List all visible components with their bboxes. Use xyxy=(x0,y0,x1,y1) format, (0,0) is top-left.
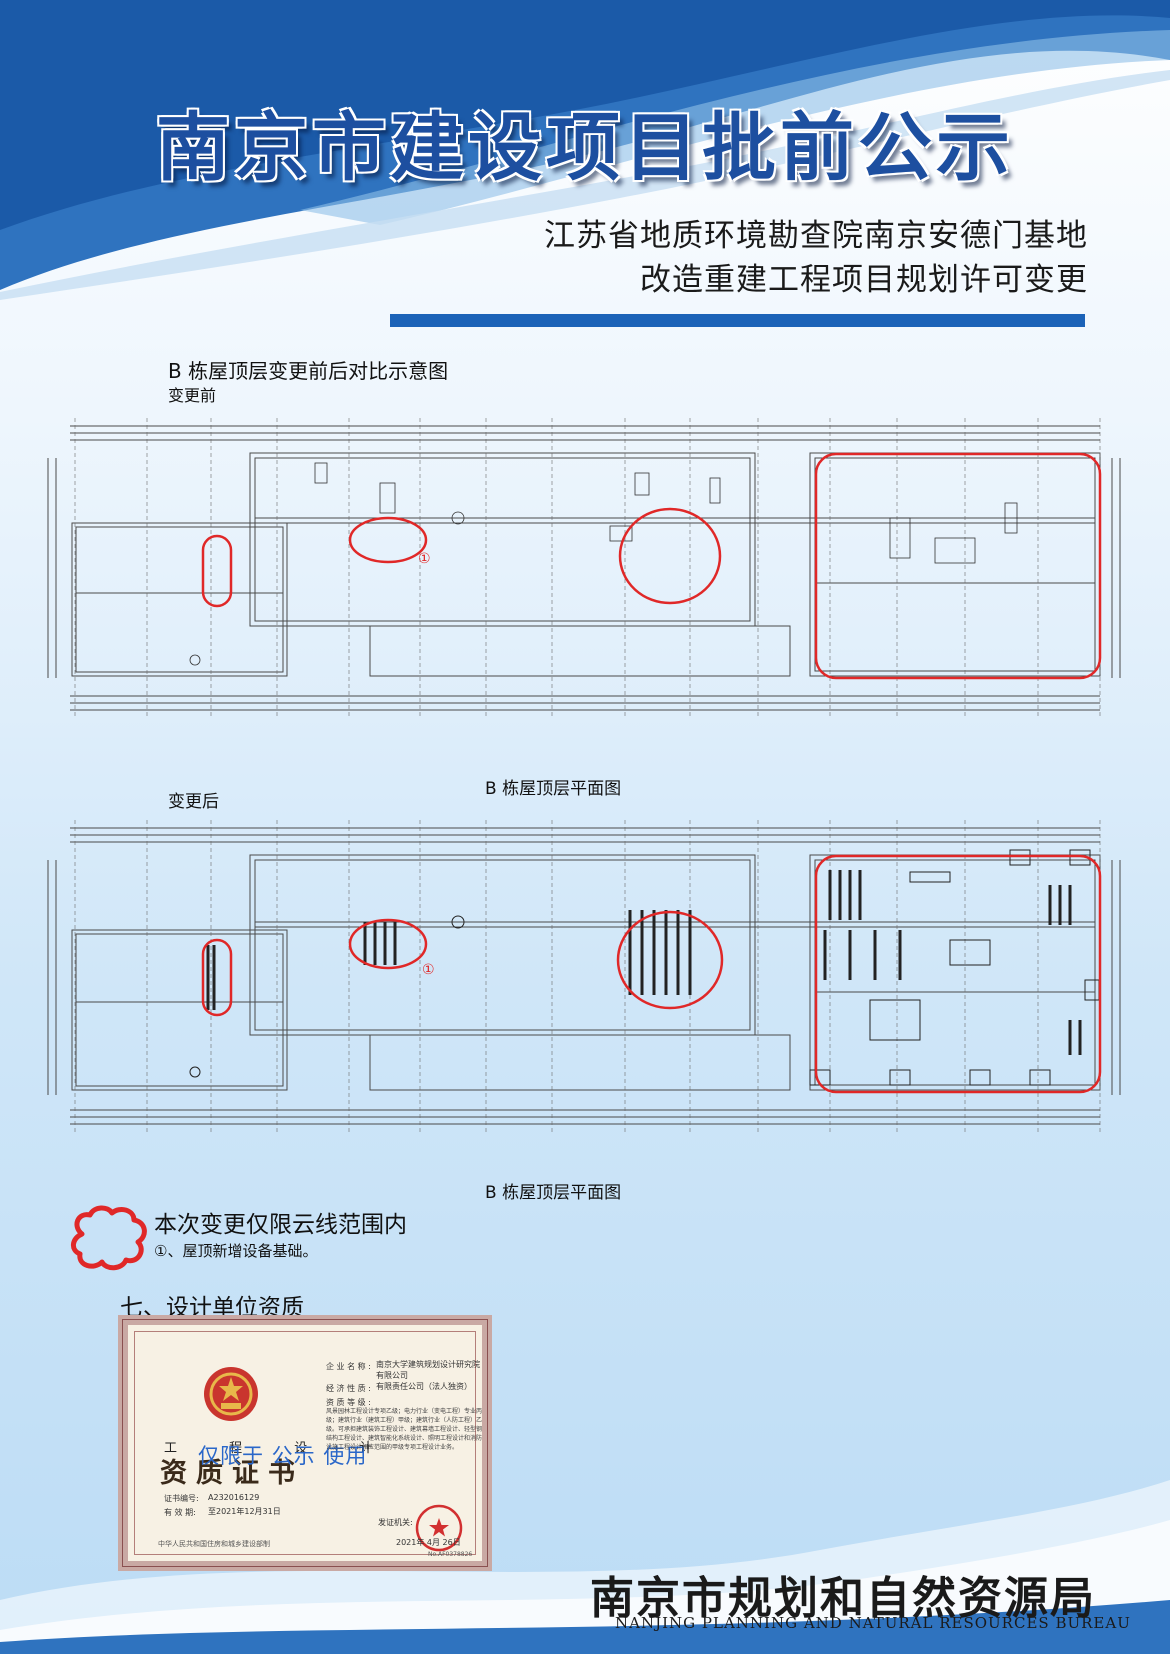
before-plan-title: B 栋屋顶层平面图 xyxy=(485,779,622,799)
comparison-heading: B 栋屋顶层变更前后对比示意图 xyxy=(168,359,449,383)
issue-date: 2021年 4月 26日 xyxy=(396,1538,461,1547)
official-seal-icon xyxy=(415,1504,463,1552)
economic-nature-value: 有限责任公司（法人独资） xyxy=(376,1382,472,1391)
after-roof-plan-svg: ① xyxy=(47,820,1121,1132)
company-value: 南京大学建筑规划设计研究院有限公司 xyxy=(376,1360,480,1380)
cert-number-value: A232016129 xyxy=(208,1493,260,1502)
qualification-label: 资 质 等 级 : xyxy=(326,1398,371,1407)
national-emblem-icon xyxy=(204,1367,258,1421)
economic-nature-label: 经 济 性 质 : xyxy=(326,1384,371,1393)
qualification-certificate: 工 程 设 计 资质证书 仅限于 公示 使用 企 业 名 称 : 南京大学建筑规… xyxy=(118,1315,492,1571)
usage-restriction-stamp: 仅限于 公示 使用 xyxy=(198,1444,368,1468)
after-label: 变更后 xyxy=(168,792,219,812)
subtitle-line-2: 改造重建工程项目规划许可变更 xyxy=(640,262,1088,298)
issuer-label: 发证机关: xyxy=(378,1518,413,1527)
qualification-value: 风景园林工程设计专项乙级；电力行业（变电工程）专业丙级；建筑行业（建筑工程）甲级… xyxy=(326,1408,483,1451)
validity-value: 至2021年12月31日 xyxy=(208,1507,281,1516)
footer-wave-background xyxy=(0,1480,1170,1654)
before-roof-plan-drawing: ① xyxy=(30,408,1140,750)
validity-label: 有 效 期: xyxy=(164,1508,196,1517)
certificate-name: 资质证书 xyxy=(160,1458,304,1489)
after-plan-title: B 栋屋顶层平面图 xyxy=(485,1183,622,1203)
project-subtitle: 江苏省地质环境勘查院南京安德门基地 改造重建工程项目规划许可变更 xyxy=(544,214,1088,302)
legend-title: 本次变更仅限云线范围内 xyxy=(154,1212,407,1238)
before-callout-marker: ① xyxy=(418,551,431,567)
after-callout-marker: ① xyxy=(422,962,435,978)
cert-number-label: 证书编号: xyxy=(164,1494,199,1503)
certificate-kind: 工 程 设 计 xyxy=(164,1441,397,1456)
page-title: 南京市建设项目批前公示 xyxy=(156,105,1014,191)
bureau-name-cn: 南京市规划和自然资源局 xyxy=(590,1573,1096,1624)
before-label: 变更前 xyxy=(168,386,217,405)
after-roof-plan-drawing: ① xyxy=(30,810,1140,1165)
header-wave-background xyxy=(0,0,1170,300)
certificate-serial: No.AF0378826 xyxy=(428,1551,473,1558)
subtitle-accent-bar xyxy=(390,314,1085,327)
cloud-outline-icon xyxy=(71,1205,147,1271)
bureau-name-en: NANJING PLANNING AND NATURAL RESOURCES B… xyxy=(615,1614,1131,1632)
company-label: 企 业 名 称 : xyxy=(326,1362,371,1371)
legend-note: ①、屋顶新增设备基础。 xyxy=(154,1242,318,1260)
subtitle-line-1: 江苏省地质环境勘查院南京安德门基地 xyxy=(544,218,1088,254)
certificate-inner-border xyxy=(134,1331,476,1555)
before-roof-plan-svg: ① xyxy=(47,418,1121,718)
issuing-ministry: 中华人民共和国住房和城乡建设部制 xyxy=(158,1540,270,1548)
